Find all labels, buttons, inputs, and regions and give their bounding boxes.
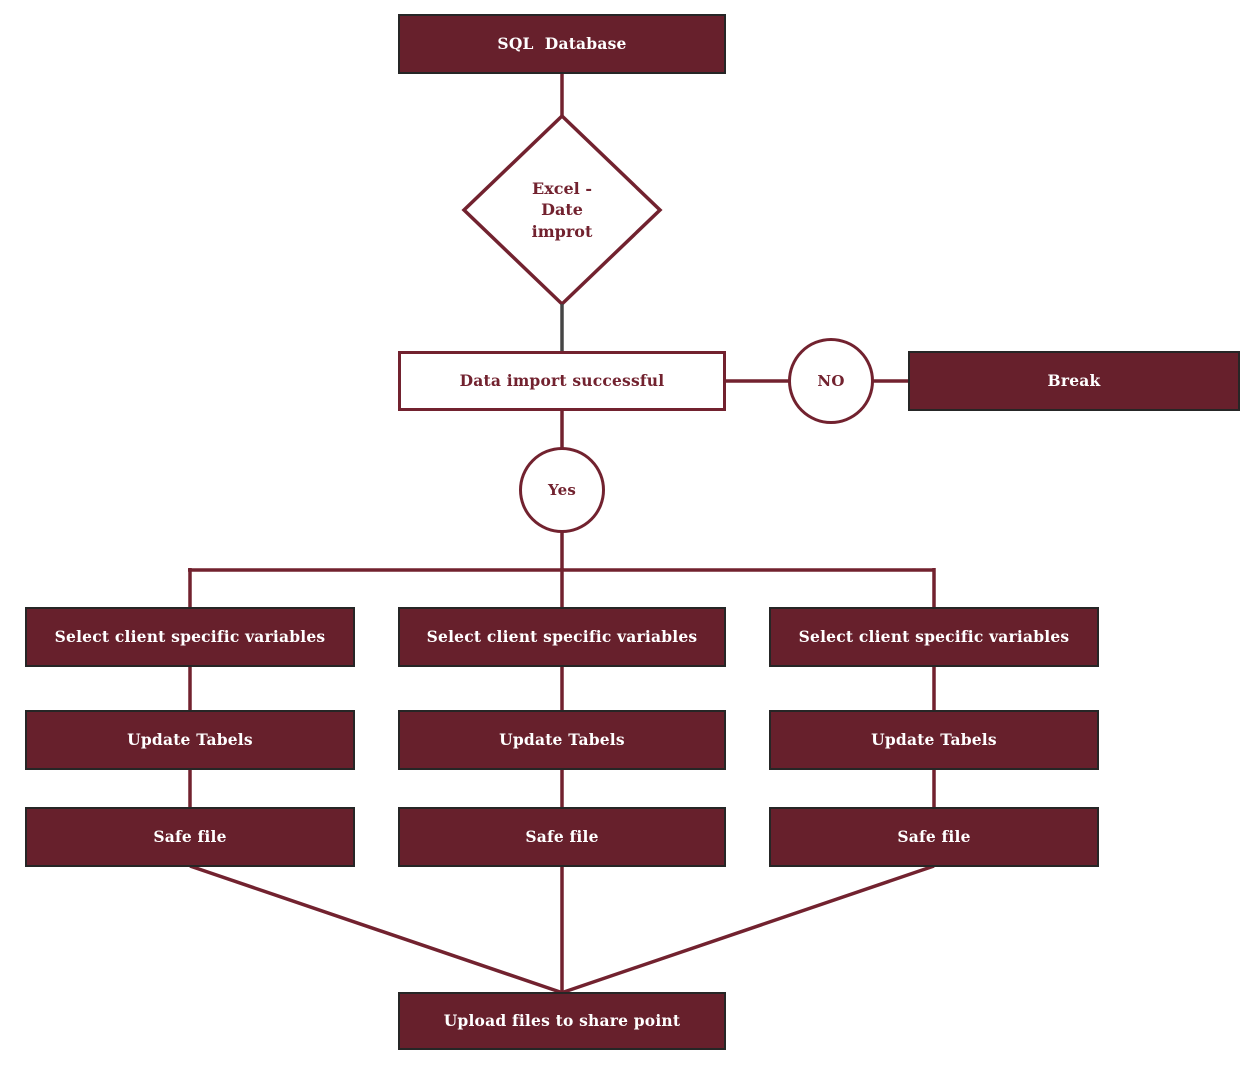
node-select-variables-1-label: Select client specific variables <box>54 626 326 646</box>
edge-right-to-upload <box>560 864 935 995</box>
node-safe-file-3[interactable]: Safe file <box>769 807 1099 867</box>
node-update-tables-2[interactable]: Update Tabels <box>398 710 726 770</box>
node-select-variables-3[interactable]: Select client specific variables <box>769 607 1099 667</box>
node-update-tables-1-label: Update Tabels <box>127 729 253 749</box>
node-no[interactable]: NO <box>788 338 874 424</box>
node-excel-date-import-label: Excel - Date improt <box>531 178 593 241</box>
node-break-label: Break <box>1047 370 1101 390</box>
node-select-variables-3-label: Select client specific variables <box>798 626 1070 646</box>
node-update-tables-1[interactable]: Update Tabels <box>25 710 355 770</box>
node-no-label: NO <box>817 371 845 390</box>
node-upload-sharepoint[interactable]: Upload files to share point <box>398 992 726 1050</box>
node-sql-database[interactable]: SQL Database <box>398 14 726 74</box>
node-safe-file-2-label: Safe file <box>525 826 599 846</box>
node-select-variables-1[interactable]: Select client specific variables <box>25 607 355 667</box>
node-upload-sharepoint-label: Upload files to share point <box>443 1010 681 1030</box>
node-yes[interactable]: Yes <box>519 447 605 533</box>
node-update-tables-3[interactable]: Update Tabels <box>769 710 1099 770</box>
edge-left-to-upload <box>189 864 564 995</box>
node-safe-file-1[interactable]: Safe file <box>25 807 355 867</box>
node-data-import-successful[interactable]: Data import successful <box>398 351 726 411</box>
node-update-tables-3-label: Update Tabels <box>871 729 997 749</box>
node-select-variables-2[interactable]: Select client specific variables <box>398 607 726 667</box>
node-sql-database-label: SQL Database <box>497 33 627 53</box>
node-select-variables-2-label: Select client specific variables <box>426 626 698 646</box>
node-update-tables-2-label: Update Tabels <box>499 729 625 749</box>
node-break[interactable]: Break <box>908 351 1240 411</box>
node-safe-file-1-label: Safe file <box>153 826 227 846</box>
node-safe-file-2[interactable]: Safe file <box>398 807 726 867</box>
node-safe-file-3-label: Safe file <box>897 826 971 846</box>
node-yes-label: Yes <box>548 480 576 499</box>
node-data-import-successful-label: Data import successful <box>459 370 665 390</box>
